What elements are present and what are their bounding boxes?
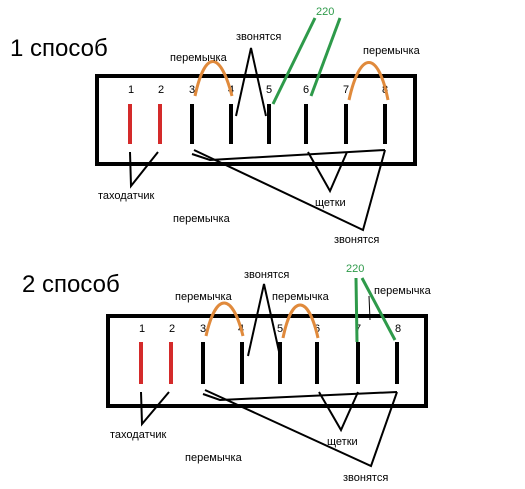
method-2-connector-box [106, 314, 428, 408]
method-1-pin-number-5: 5 [266, 84, 272, 96]
method-1-ring-bottom-pointer [193, 149, 386, 232]
method-1-jumper-top-right-label: перемычка [363, 45, 421, 57]
method-2-pin-number-3: 3 [200, 323, 206, 335]
method-1-pin-number-2: 2 [158, 84, 164, 96]
method-1-jumper-3-4 [193, 60, 234, 97]
method-1-jumper-top-left-label: перемычка [170, 52, 228, 64]
method-1-tacho-label: таходатчик [98, 190, 154, 202]
method-2-jumper-top-left-label: перемычка [175, 291, 233, 303]
method-2-brushes-pointer [318, 391, 359, 433]
method-2-jumper-bottom-label: перемычка [185, 452, 243, 464]
method-2-voltage-label: 220 [346, 263, 364, 275]
method-2-ring-bottom-label: звонятся [343, 472, 388, 484]
method-1-voltage-label: 220 [316, 6, 334, 18]
method-1-ring-top-label: звонятся [236, 31, 281, 43]
method-1-jumper-7-8 [347, 61, 390, 101]
method-2-ring-top-label: звонятся [244, 269, 289, 281]
method-2-pin-number-8: 8 [395, 323, 401, 335]
method-1-jumper-bottom-label: перемычка [173, 213, 231, 225]
method-2-jumper-top-right-label: перемычка [374, 285, 432, 297]
method-1-jumper-bottom-wire [191, 149, 386, 162]
method-1-pin-number-3: 3 [189, 84, 195, 96]
method-2-jumper-5-6 [281, 303, 320, 339]
method-2-jumper-bottom-wire [202, 391, 398, 402]
method-2-title: 2 способ [22, 271, 120, 298]
method-2-pin-number-5: 5 [277, 323, 283, 335]
method-2-jumper-top-right-pointer [368, 295, 371, 321]
method-2-tacho-pointer [140, 391, 170, 427]
method-1-pin-number-6: 6 [303, 84, 309, 96]
method-2-brushes-label: щетки [327, 436, 358, 448]
method-1-ring-top-pointer [235, 47, 267, 117]
method-2-pins [139, 342, 399, 384]
method-1-supply-line-6 [309, 17, 342, 97]
method-1-title: 1 способ [10, 35, 108, 62]
method-2-tacho-label: таходатчик [110, 429, 166, 441]
method-1-pins [128, 104, 387, 144]
method-2-jumper-top-mid-label: перемычка [272, 291, 330, 303]
method-1: 1 способ 1 2 3 4 5 6 7 8 [10, 6, 421, 246]
method-2-ring-bottom-pointer [204, 389, 398, 468]
method-2-supply-line-8 [360, 277, 397, 341]
method-1-ring-bottom-label: звонятся [334, 234, 379, 246]
method-2-supply-line-7 [354, 277, 359, 343]
method-1-pin-number-7: 7 [343, 84, 349, 96]
method-2-pin-number-2: 2 [169, 323, 175, 335]
method-2-pin-number-1: 1 [139, 323, 145, 335]
method-2-pin-numbers: 1 2 3 4 5 6 7 8 [139, 323, 401, 335]
method-2-ring-top-pointer [247, 283, 281, 357]
method-1-tacho-pointer [129, 151, 159, 189]
method-1-supply-line-5 [271, 17, 317, 105]
method-1-pin-number-1: 1 [128, 84, 134, 96]
method-2-jumper-3-4 [204, 301, 245, 337]
method-1-brushes-pointer [307, 151, 348, 194]
method-2: 2 способ 1 2 3 4 5 6 7 8 [22, 263, 432, 484]
method-1-brushes-label: щетки [315, 197, 346, 209]
method-1-connector-box [95, 74, 417, 166]
